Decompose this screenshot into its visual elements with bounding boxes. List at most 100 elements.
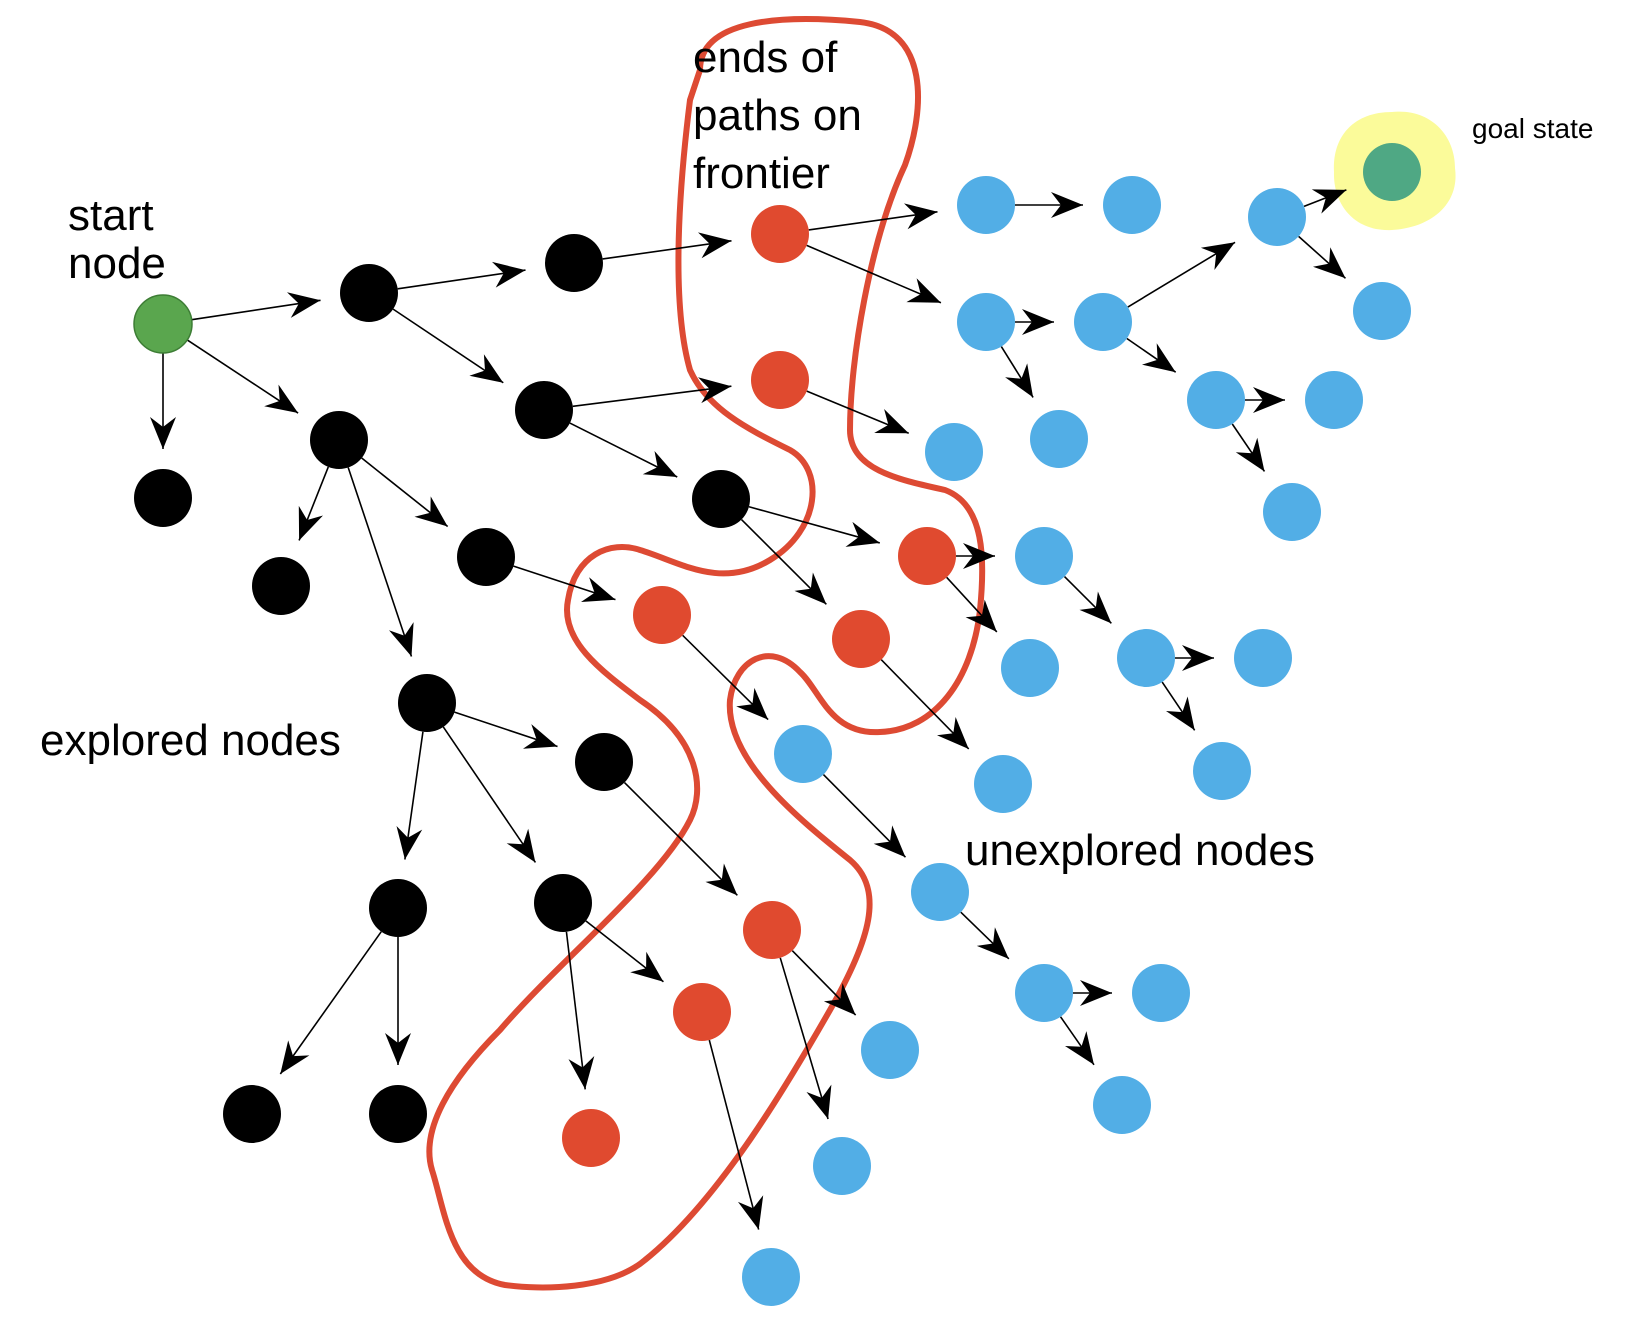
unexplored-node-u3: [957, 293, 1015, 351]
arrowhead-u1-u2: [1051, 192, 1083, 218]
arrowhead-s-e1: [287, 292, 321, 318]
unexplored-node-u5: [1030, 410, 1088, 468]
frontier-outline: [426, 16, 986, 1291]
edge-e1-e3: [392, 308, 504, 384]
unexplored-node-u1: [957, 176, 1015, 234]
arrowhead-f3-u12: [963, 543, 995, 569]
unexplored-node-u2: [1103, 176, 1161, 234]
arrowhead-u4-u9: [1142, 343, 1176, 373]
arrowhead-e4-f3: [845, 521, 880, 547]
arrowhead-e5-e8: [414, 496, 448, 527]
frontier-node-f2: [751, 351, 809, 409]
unexplored-node-u25: [742, 1248, 800, 1306]
arrowhead-f2-u6: [874, 409, 909, 434]
arrowhead-e9-e11: [396, 826, 423, 860]
goal-state-label: goal state: [1472, 113, 1594, 144]
unexplored-node-u15: [1234, 629, 1292, 687]
arrowhead-e10-f6: [705, 863, 738, 896]
arrowhead-f5-u17: [937, 717, 969, 749]
explored-node-e8: [457, 528, 515, 586]
arrowhead-u4-u7: [1200, 242, 1235, 270]
unexplored-node-u23: [861, 1021, 919, 1079]
frontier-node-f8: [562, 1109, 620, 1167]
unexplored-node-u13: [1001, 639, 1059, 697]
unexplored-node-u22: [1093, 1076, 1151, 1134]
unexplored-node-u12: [1015, 527, 1073, 585]
edge-e5-e9: [347, 467, 413, 657]
arrowhead-u18-u19: [873, 825, 906, 858]
explored-node-e12: [534, 874, 592, 932]
unexplored-node-u7: [1248, 188, 1306, 246]
unexplored-node-u17: [974, 755, 1032, 813]
arrowhead-f7-u25: [738, 1195, 764, 1230]
arrowhead-u14-u15: [1182, 645, 1214, 671]
explored-node-e5: [310, 411, 368, 469]
explored-node-e6: [134, 469, 192, 527]
frontier-node-f5: [832, 610, 890, 668]
arrowhead-s-e6: [150, 417, 176, 449]
arrowhead-f1-u1: [904, 203, 938, 230]
arrowhead-e5-e9: [389, 622, 414, 657]
goal-node-g: [1363, 143, 1421, 201]
arrowhead-e4-f5: [794, 572, 827, 605]
arrowhead-e8-f4: [581, 577, 616, 602]
edge-e3-f2: [572, 385, 732, 408]
arrowhead-f1-u3: [906, 278, 941, 303]
explored-node-e2: [545, 234, 603, 292]
edge-e4-f3: [748, 505, 880, 544]
unexplored-node-u20: [1015, 964, 1073, 1022]
arrowhead-f4-u18: [736, 687, 769, 720]
explored-node-e3: [515, 381, 573, 439]
arrowhead-u3-u4: [1022, 309, 1054, 335]
edge-f6-u24: [779, 957, 829, 1120]
arrowhead-e9-e12: [506, 828, 536, 863]
arrowhead-e5-e7: [298, 505, 323, 541]
arrowhead-e11-e13: [280, 1040, 310, 1074]
explored-node-e10: [575, 733, 633, 791]
explored-node-e13: [223, 1085, 281, 1143]
arrowhead-u19-u20: [976, 927, 1009, 959]
arrowhead-e11-e14: [385, 1033, 411, 1065]
frontier-node-f6: [743, 901, 801, 959]
arrowhead-e1-e2: [492, 261, 526, 288]
arrowhead-f3-u13: [965, 599, 997, 632]
arrowhead-u7-g: [1311, 189, 1347, 214]
arrowhead-e1-e3: [469, 354, 504, 383]
edge-e9-e12: [442, 726, 537, 863]
arrowhead-s-e5: [264, 384, 299, 413]
arrowhead-e3-f2: [698, 377, 732, 404]
frontier-node-f7: [673, 983, 731, 1041]
unexplored-node-u6: [925, 423, 983, 481]
arrowhead-u20-u21: [1080, 980, 1112, 1006]
arrowhead-u14-u16: [1166, 696, 1195, 731]
frontier-node-f3: [898, 527, 956, 585]
edge-f1-u3: [806, 244, 942, 304]
edge-s-e5: [186, 339, 299, 414]
unexplored-node-u9: [1187, 371, 1245, 429]
arrowhead-f6-u24: [806, 1084, 832, 1119]
arrowhead-e2-f1: [698, 232, 732, 259]
frontier-label: ends of paths on frontier: [693, 33, 862, 198]
start-node-s: [133, 294, 193, 354]
explored-node-e11: [369, 879, 427, 937]
unexplored-node-u19: [911, 863, 969, 921]
unexplored-node-u4: [1074, 293, 1132, 351]
edge-e10-f6: [623, 781, 738, 896]
edge-e11-e13: [279, 931, 382, 1075]
unexplored-nodes-label: unexplored nodes: [965, 826, 1315, 875]
arrowhead-u9-u10: [1253, 387, 1285, 413]
unexplored-node-u16: [1193, 742, 1251, 800]
explored-nodes-label: explored nodes: [40, 716, 341, 765]
unexplored-node-u14: [1117, 629, 1175, 687]
explored-node-e7: [252, 557, 310, 615]
edge-f7-u25: [708, 1039, 760, 1230]
arrowhead-e3-e4: [642, 451, 678, 477]
arrowhead-e12-f8: [568, 1056, 595, 1090]
start-node-label: start node: [68, 191, 166, 288]
arrowhead-u3-u5: [1005, 363, 1034, 398]
frontier-node-f1: [751, 205, 809, 263]
unexplored-node-u8: [1353, 282, 1411, 340]
unexplored-node-u18: [774, 725, 832, 783]
arrowhead-u20-u22: [1065, 1031, 1094, 1065]
